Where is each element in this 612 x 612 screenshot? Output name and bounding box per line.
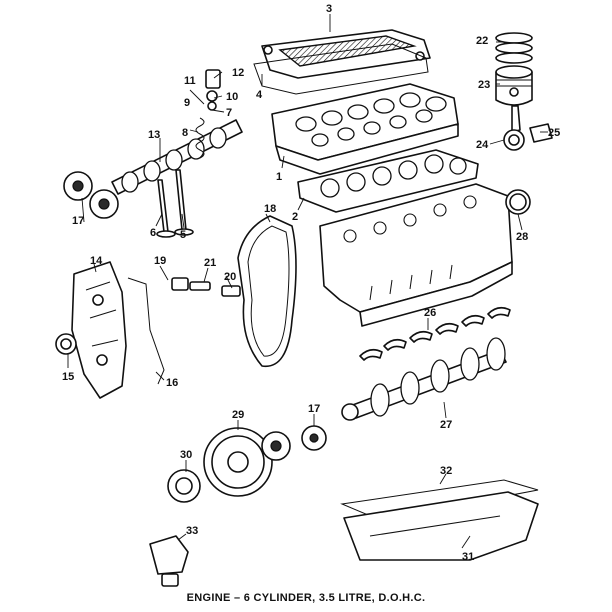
callout-28: 28 (516, 231, 528, 243)
chain-tensioner (171, 277, 241, 297)
callout-8: 8 (182, 127, 188, 139)
callout-13: 13 (148, 129, 160, 141)
crank-hub (261, 431, 291, 461)
callout-9: 9 (184, 97, 190, 109)
callout-17-top: 17 (72, 215, 84, 227)
callout-31: 31 (462, 551, 474, 563)
callout-7: 7 (226, 107, 232, 119)
callout-18: 18 (264, 203, 276, 215)
callout-24: 24 (476, 139, 489, 151)
callout-16: 16 (166, 377, 178, 389)
callout-30: 30 (180, 449, 192, 461)
callout-11: 11 (184, 75, 196, 87)
callout-29: 29 (232, 409, 244, 421)
cam-sprockets (63, 171, 119, 219)
timing-cover-gasket (127, 277, 165, 385)
connecting-rod (503, 105, 553, 151)
callout-22: 22 (476, 35, 488, 47)
piston-rings (495, 32, 533, 64)
rear-main-seal (505, 189, 531, 215)
head-gasket (297, 149, 479, 213)
callout-1: 1 (276, 171, 282, 183)
callout-12: 12 (232, 67, 244, 79)
callout-19: 19 (154, 255, 166, 267)
crank-sprocket (301, 425, 327, 451)
cylinder-head (271, 83, 459, 175)
callout-14: 14 (90, 255, 103, 267)
engine-mount (149, 535, 189, 587)
callout-4: 4 (256, 89, 263, 101)
callout-17-bottom: 17 (308, 403, 320, 415)
valve-train (156, 69, 221, 238)
timing-chain (237, 215, 297, 368)
callout-26: 26 (424, 307, 436, 319)
leader-lines (67, 14, 548, 549)
callout-25: 25 (548, 127, 560, 139)
callout-33: 33 (186, 525, 198, 537)
callout-27: 27 (440, 419, 452, 431)
vibration-damper (203, 427, 273, 497)
callout-3: 3 (326, 3, 332, 15)
crankshaft (341, 337, 507, 421)
timing-cover (71, 261, 127, 399)
engine-block (319, 183, 513, 327)
callout-10: 10 (226, 91, 238, 103)
callout-21: 21 (204, 257, 216, 269)
callout-5: 5 (180, 229, 186, 241)
diagram-caption: ENGINE – 6 CYLINDER, 3.5 LITRE, D.O.H.C. (186, 592, 426, 604)
main-bearings (359, 306, 511, 361)
callout-32: 32 (440, 465, 452, 477)
callout-23: 23 (478, 79, 490, 91)
callouts: 3 4 1 2 12 11 10 9 7 8 13 6 5 17 18 14 1… (62, 3, 560, 563)
callout-6: 6 (150, 227, 156, 239)
valve-cover (261, 29, 431, 79)
callout-20: 20 (224, 271, 236, 283)
front-seal (55, 333, 77, 355)
piston (495, 65, 533, 106)
camshaft (111, 119, 243, 195)
oil-pan (343, 491, 539, 561)
callout-2: 2 (292, 211, 298, 223)
pulley-hub (167, 469, 201, 503)
callout-15: 15 (62, 371, 74, 383)
